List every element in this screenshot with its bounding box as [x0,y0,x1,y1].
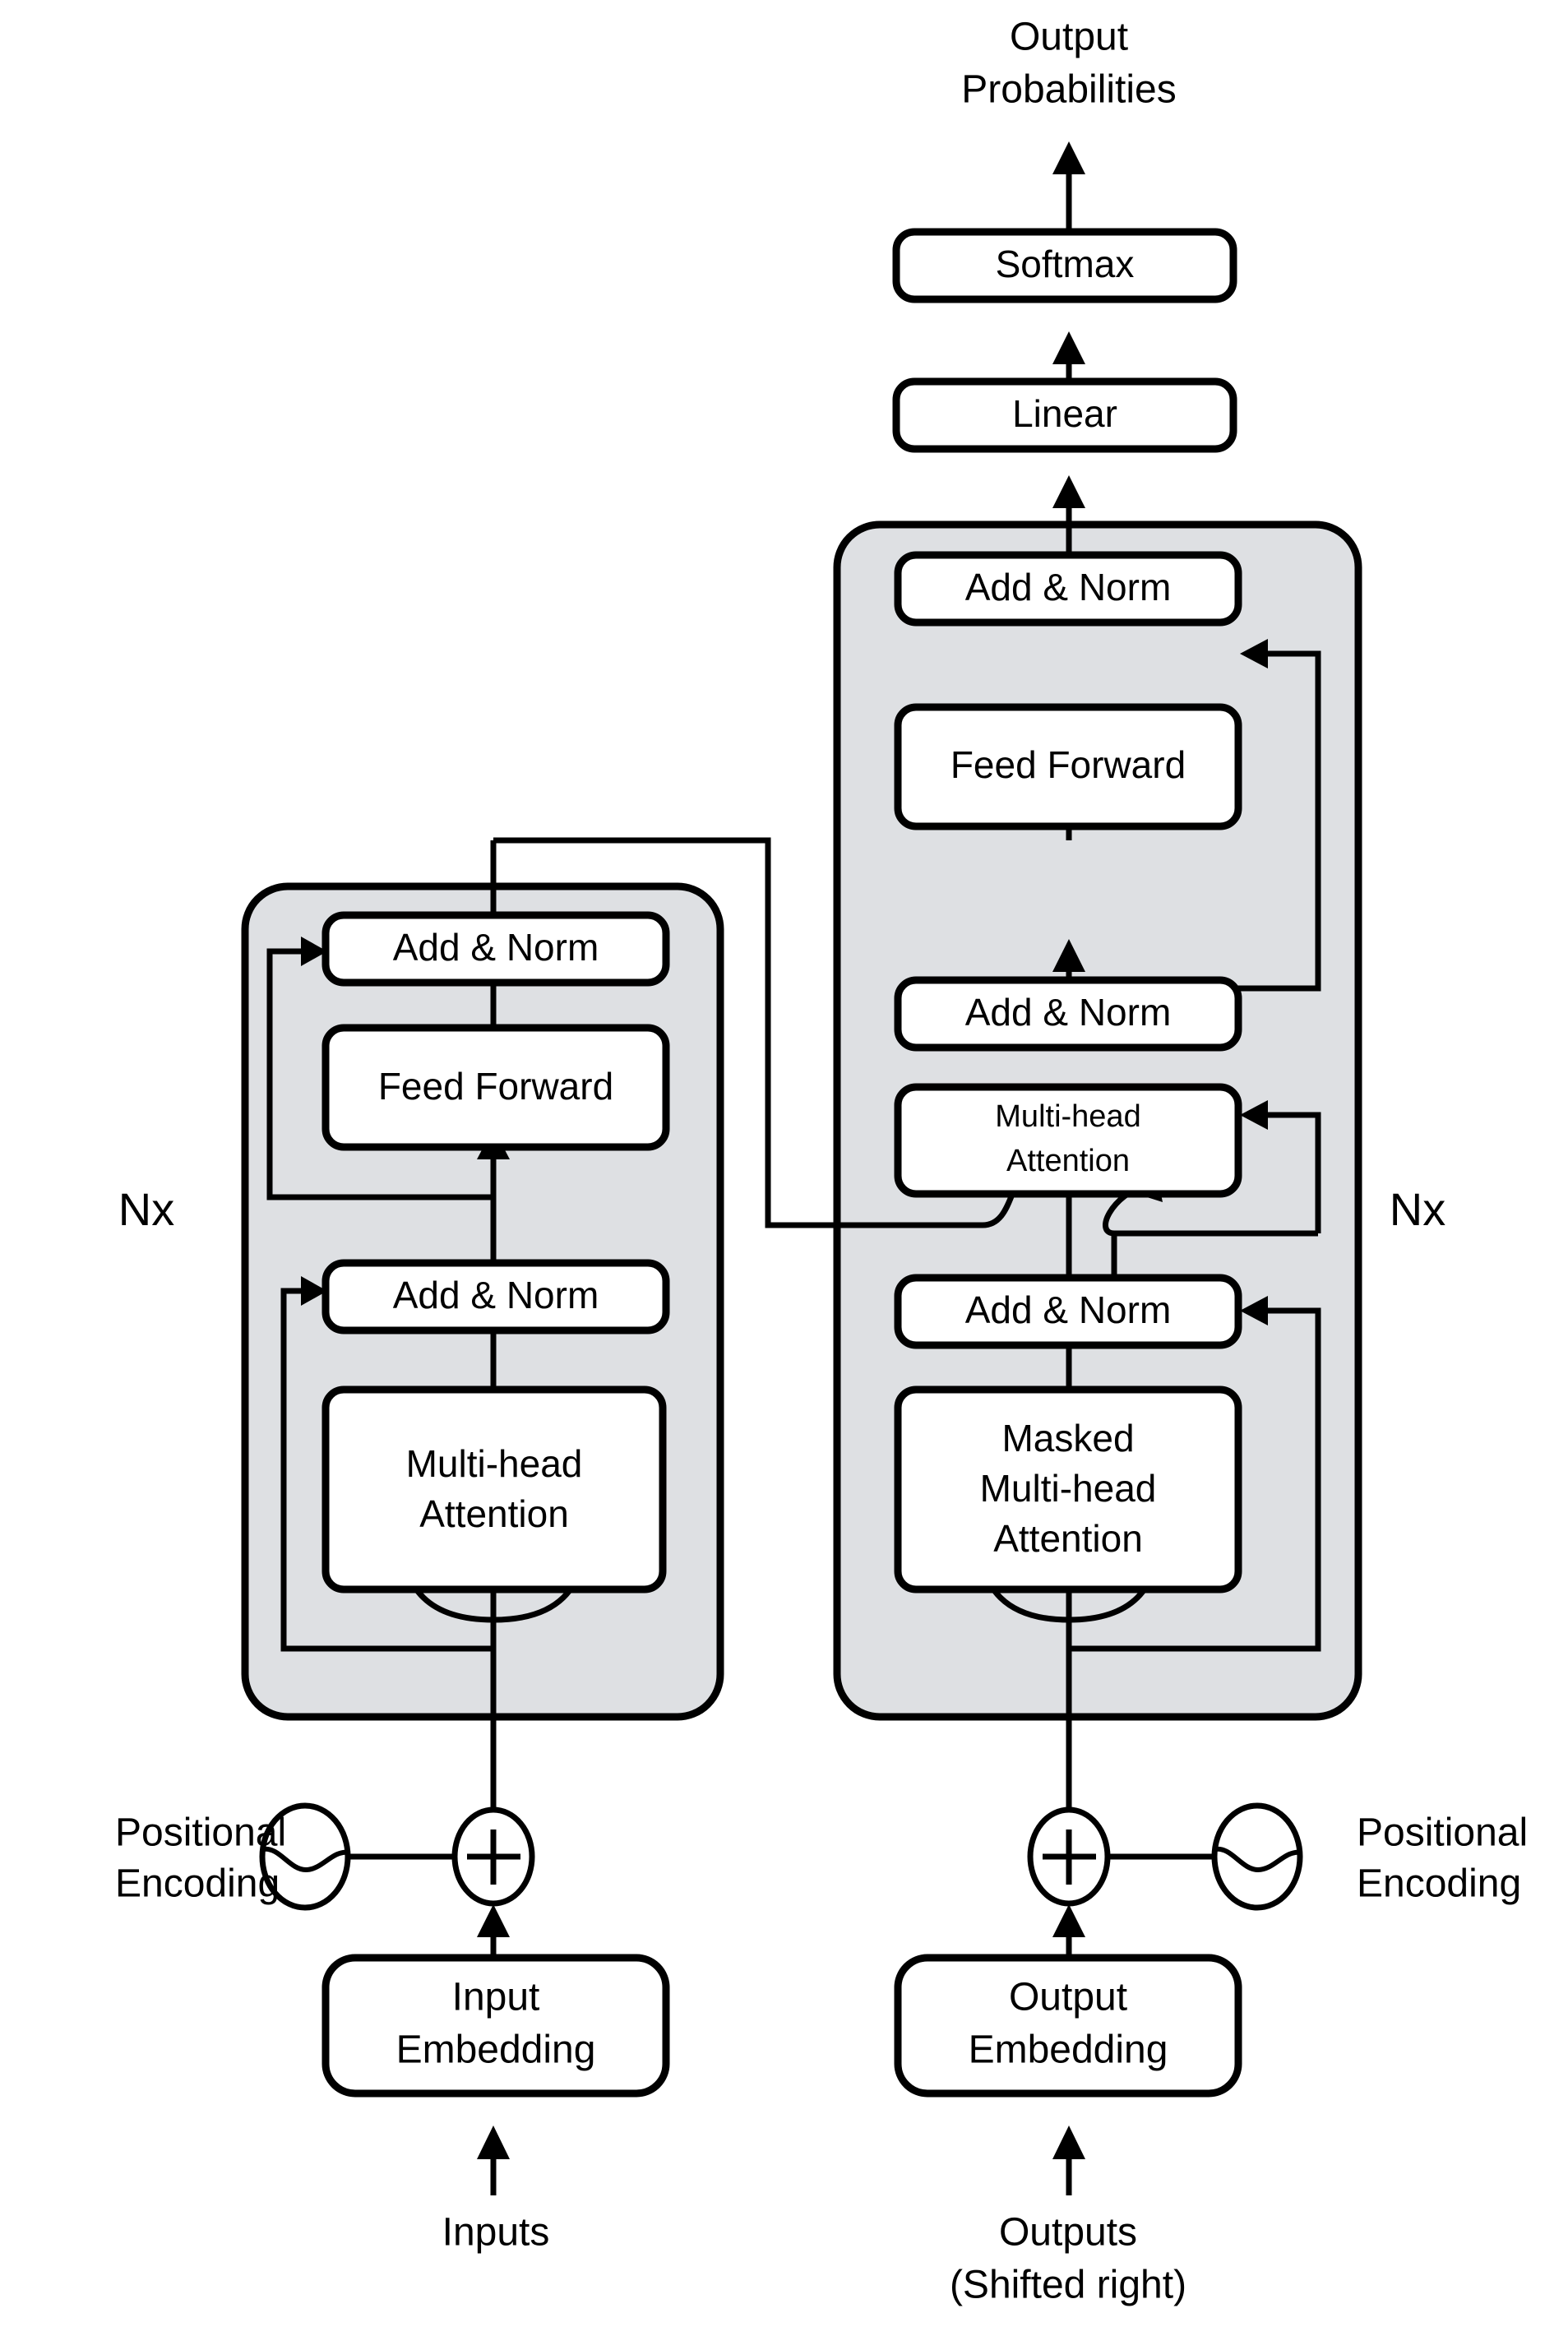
output-probabilities-label-line1: Output [1010,16,1128,59]
encoder-residual-2-arrowhead [301,937,327,966]
output-embedding-label-line2: Embedding [969,2028,1168,2072]
input-embedding-arrowhead [477,2126,510,2159]
decoder-residual-1-arrowhead [1240,1296,1268,1325]
decoder-positional-encoding-label-line1: Positional [1357,1811,1528,1855]
decoder-feed-forward-label: Feed Forward [951,743,1186,786]
encoder-add-norm-1-label: Add & Norm [393,1274,599,1316]
decoder-feed-forward-box[interactable] [894,703,1242,830]
encoder-multi-head-attention-box[interactable] [321,1385,667,1594]
decoder-add-norm-3-label: Add & Norm [965,566,1172,608]
decoder-multi-head-attention-label-line2: Attention [1006,1144,1130,1178]
decoder-positional-encoding-sine-wave [1214,1846,1302,1873]
decoder-multi-head-attention-box[interactable] [894,1083,1242,1198]
linear-box[interactable] [892,377,1237,453]
outputs-label-line1: Outputs [999,2211,1137,2255]
decoder-residual-2-arrowhead [1240,1100,1268,1130]
encoder-feed-forward-label: Feed Forward [378,1065,613,1108]
encoder-residual-1-path [280,1288,493,1652]
decoder-stack-count-label: Nx [1390,1183,1445,1235]
input-embedding-box[interactable] [321,1954,670,2098]
output-embedding-box[interactable] [894,1954,1242,2098]
output-probabilities-arrowhead [1052,141,1085,174]
encoder-residual-2-path [266,948,493,1200]
encoder-add-norm-2-box[interactable] [321,911,670,987]
input-embedding-label-line1: Input [452,1976,540,2019]
encoder-to-decoder-memory-path [493,837,983,1228]
decoder-masked-multi-head-attention-box[interactable] [894,1385,1242,1594]
decoder-residual-3-arrowhead [1240,639,1268,668]
decoder-masked-multi-head-attention-label-line2: Multi-head [980,1467,1157,1510]
encoder-multi-head-attention-label-line1: Multi-head [406,1442,583,1485]
decoder-residual-1-path [1069,1307,1321,1652]
decoder-positional-encoding-label-line2: Encoding [1357,1862,1521,1906]
output-embedding-label-line1: Output [1009,1976,1127,2019]
encoder-residual-1-arrowhead [301,1276,327,1306]
decoder-add-norm-1-box[interactable] [894,1274,1242,1349]
decoder-add-norm-2-box[interactable] [894,976,1242,1052]
output-embedding-arrowhead [1052,2126,1085,2159]
linear-input-arrowhead [1052,475,1085,508]
encoder-stack-count-label: Nx [118,1183,174,1235]
encoder-positional-encoding-label-line1: Positional [115,1811,286,1855]
softmax-label: Softmax [996,243,1135,285]
decoder-positional-encoding-wave-icon [1211,1802,1303,1911]
softmax-input-arrowhead [1052,331,1085,364]
softmax-box[interactable] [892,228,1237,303]
decoder-ff-input-arrowhead [1052,939,1085,972]
decoder-masked-multi-head-attention-label-line3: Attention [993,1517,1143,1560]
decoder-add-norm-1-label: Add & Norm [965,1288,1172,1331]
encoder-multi-head-attention-label-line2: Attention [419,1492,569,1535]
outputs-label-line2: (Shifted right) [950,2264,1186,2307]
encoder-feed-forward-box[interactable] [321,1024,670,1151]
inputs-label: Inputs [442,2211,550,2255]
output-probabilities-label-line2: Probabilities [961,68,1176,112]
linear-label: Linear [1012,392,1117,435]
encoder-add-norm-1-box[interactable] [321,1259,670,1335]
decoder-multi-head-attention-label-line1: Multi-head [995,1099,1140,1134]
encoder-positional-encoding-label-line2: Encoding [115,1862,280,1906]
encoder-plus-input-arrowhead [477,1904,510,1937]
decoder-residual-2-path [1258,1112,1321,1233]
decoder-plus-input-arrowhead [1052,1904,1085,1937]
decoder-masked-multi-head-attention-label-line1: Masked [1001,1417,1134,1459]
decoder-add-norm-2-label: Add & Norm [965,991,1172,1034]
encoder-add-norm-2-label: Add & Norm [393,926,599,969]
encoder-positional-encoding-sine-wave [262,1846,349,1873]
decoder-add-norm-3-box[interactable] [894,551,1242,627]
input-embedding-label-line2: Embedding [396,2028,596,2072]
